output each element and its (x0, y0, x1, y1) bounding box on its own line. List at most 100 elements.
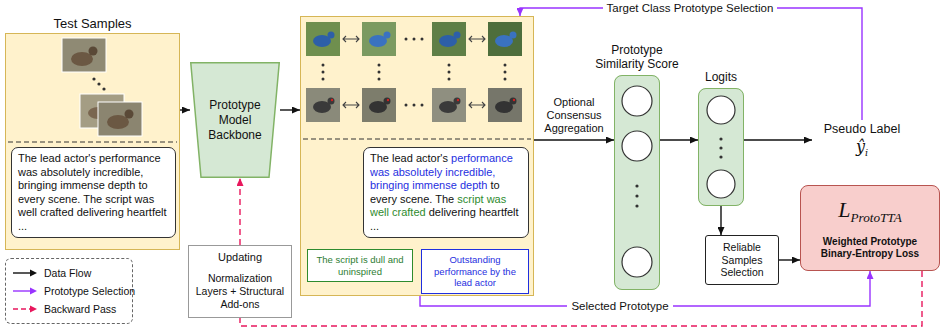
connector (660, 139, 698, 140)
art-circle (457, 99, 459, 101)
art-circle (405, 38, 408, 41)
connector (779, 259, 800, 260)
art-circle (421, 104, 424, 107)
art-circle (707, 170, 735, 198)
edge-label: Optional Consensus Aggregation (539, 96, 609, 135)
edge-label: Target Class Prototype Selection (603, 1, 778, 15)
prototype-panel: The lead actor's performance was absolut… (300, 16, 534, 296)
art-circle (622, 131, 652, 161)
art-ellipse (107, 115, 129, 129)
legend-line (13, 290, 31, 291)
legend-label: Data Flow (44, 267, 91, 280)
text-box: The lead actor's performance was absolut… (11, 147, 176, 238)
legend-box: Data FlowPrototype SelectionBackward Pas… (5, 258, 133, 324)
art-circle (635, 194, 638, 197)
legend-row: Backward Pass (12, 300, 126, 318)
art-circle (97, 82, 100, 85)
art-rect (300, 16, 534, 296)
legend-sample (12, 286, 38, 296)
process-label: Reliable Samples Selection (708, 241, 776, 279)
legend-row: Data Flow (12, 264, 126, 282)
connector (744, 139, 812, 140)
art-circle (92, 77, 95, 80)
column-heading: Prototype Similarity Score (595, 43, 679, 71)
art-circle (384, 98, 391, 105)
art-circle (322, 71, 325, 74)
art-circle (102, 87, 105, 90)
legend-arrowhead (30, 306, 37, 313)
prototype-label: Outstanding performance by the lead acto… (426, 254, 524, 289)
art-circle (384, 32, 391, 39)
art-circle (635, 204, 638, 207)
legend-arrowhead (30, 270, 37, 277)
art-circle (125, 110, 134, 119)
legend-label: Backward Pass (44, 303, 116, 316)
art-circle (413, 38, 416, 41)
sample-text: The lead actor's performance was absolut… (18, 152, 169, 233)
art-line (303, 139, 531, 140)
legend-label: Prototype Selection (44, 285, 135, 298)
art-rect (306, 22, 340, 56)
art-circle (513, 99, 515, 101)
art-circle (504, 71, 507, 74)
art-circle (454, 32, 461, 39)
art-circle (707, 96, 735, 124)
art-circle (719, 146, 722, 149)
prototype-label: The script is dull and uninspired (312, 254, 408, 277)
backbone-trapezoid: Prototype Model Backbone (190, 62, 280, 178)
art-circle (448, 64, 451, 67)
column-heading: Logits (679, 70, 763, 84)
loss-symbol: LProtoTTA (838, 196, 902, 232)
trapezoid-shape (191, 63, 280, 178)
pseudo-label-symbol: ŷi (856, 137, 868, 162)
art-circle (328, 32, 335, 39)
art-circle (378, 71, 381, 74)
art-rect (698, 88, 744, 206)
prototype-images-row (306, 88, 522, 122)
pseudo-label-text: Pseudo Label (824, 122, 900, 137)
art-circle (719, 137, 722, 140)
art-rect (614, 75, 660, 290)
art-rect (488, 88, 522, 122)
art-circle (387, 99, 389, 101)
legend-sample (12, 304, 38, 314)
art-circle (510, 32, 517, 39)
art-circle (322, 64, 325, 67)
loss-box: LProtoTTA Weighted Prototype Binary-Entro… (800, 185, 940, 271)
art-circle (510, 98, 517, 105)
connector (280, 109, 300, 110)
art-circle (719, 155, 722, 158)
prototype-text: The lead actor's performance was absolut… (370, 152, 522, 233)
art-circle (331, 99, 333, 101)
art-rect (432, 22, 466, 56)
art-rect (362, 22, 396, 56)
pseudo-label: Pseudo Labelŷi (812, 120, 912, 164)
art-rect (488, 22, 522, 56)
art-rect (306, 88, 340, 122)
prototype-box: The script is dull and uninspired (307, 249, 413, 282)
update-box: UpdatingNormalization Layers + Structura… (188, 245, 292, 318)
text-box: The lead actor's performance was absolut… (363, 147, 529, 238)
art-rect (362, 88, 396, 122)
art-circle (89, 47, 98, 56)
process-box: Reliable Samples Selection (705, 235, 779, 285)
art-ellipse (71, 52, 93, 66)
sample-panel: Test SamplesThe lead actor's performance… (5, 33, 180, 250)
art-circle (448, 71, 451, 74)
art-circle (622, 247, 652, 277)
art-circle (504, 78, 507, 81)
legend-line (13, 308, 31, 309)
art-circle (405, 104, 408, 107)
legend-arrowhead (30, 288, 37, 295)
loss-description: Weighted Prototype Binary-Entropy Loss (805, 236, 935, 260)
connector (180, 109, 190, 110)
art-line (8, 142, 177, 143)
legend-row: Prototype Selection (12, 282, 126, 300)
legend-sample (12, 268, 38, 278)
sample-photo (98, 102, 142, 136)
art-circle (448, 78, 451, 81)
connector (534, 139, 614, 140)
logits-column: Logits (698, 88, 744, 206)
art-path (343, 36, 485, 108)
